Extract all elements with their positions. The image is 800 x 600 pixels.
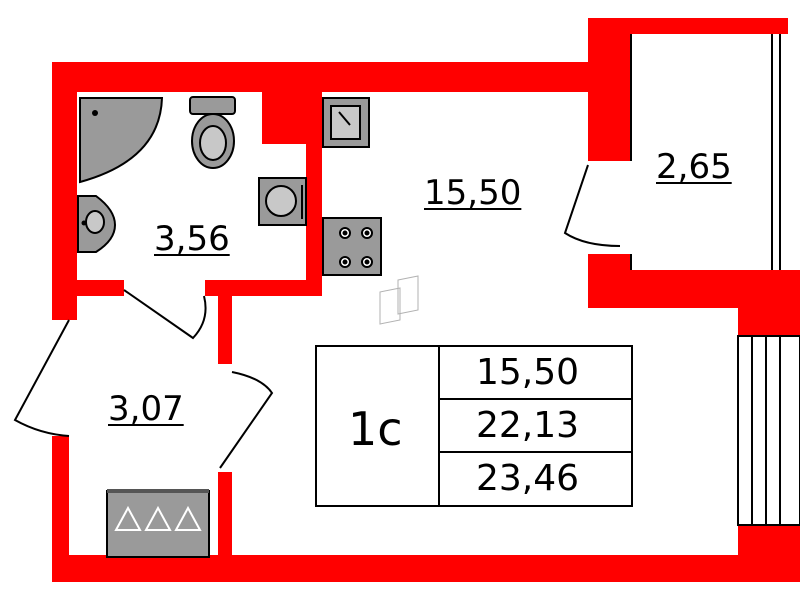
room-area-main: 15,50 bbox=[424, 173, 522, 213]
wall-bathroom-right bbox=[306, 92, 322, 296]
room-area-balcony: 2,65 bbox=[656, 147, 732, 187]
wall-left-upper bbox=[52, 62, 77, 320]
wall-hall-right-upper bbox=[218, 290, 232, 364]
door-bathroom bbox=[123, 289, 207, 340]
door-entrance bbox=[13, 319, 70, 437]
washing-machine-icon bbox=[258, 177, 307, 226]
wall-bathroom-bottom-right bbox=[205, 280, 322, 296]
room-area-bathroom: 3,56 bbox=[154, 219, 230, 259]
wall-left-lower bbox=[52, 436, 69, 582]
radiator-icon bbox=[737, 335, 800, 526]
hanger-icon bbox=[114, 505, 202, 531]
living-area: 15,50 bbox=[476, 352, 580, 393]
total-area-with-balcony: 23,46 bbox=[476, 458, 580, 499]
wardrobe-icon bbox=[106, 489, 210, 558]
room-area-hall: 3,07 bbox=[108, 389, 184, 429]
door-balcony bbox=[563, 164, 621, 247]
door-hall-room bbox=[219, 371, 274, 469]
wall-balcony-top bbox=[588, 18, 788, 34]
wall-bottom bbox=[52, 555, 800, 582]
fridge-icon bbox=[379, 275, 419, 325]
total-area: 22,13 bbox=[476, 405, 580, 446]
area-summary-box bbox=[315, 345, 633, 507]
walls bbox=[52, 18, 800, 582]
wall-pillar-upper bbox=[588, 18, 631, 161]
kitchen-sink-icon bbox=[322, 97, 370, 148]
shower-icon bbox=[79, 97, 164, 184]
wall-balcony-bottom bbox=[588, 270, 738, 308]
apartment-type: 1с bbox=[348, 402, 403, 456]
toilet-icon bbox=[189, 96, 236, 169]
wall-right-step bbox=[738, 270, 800, 336]
stove-icon bbox=[322, 217, 382, 276]
wall-right-bottom bbox=[738, 525, 800, 582]
wall-bathroom-bottom-left bbox=[52, 280, 124, 296]
washbasin-icon bbox=[77, 195, 117, 253]
doors bbox=[13, 164, 621, 469]
balcony-glazing bbox=[630, 34, 781, 270]
wall-hall-right-lower bbox=[218, 472, 232, 582]
